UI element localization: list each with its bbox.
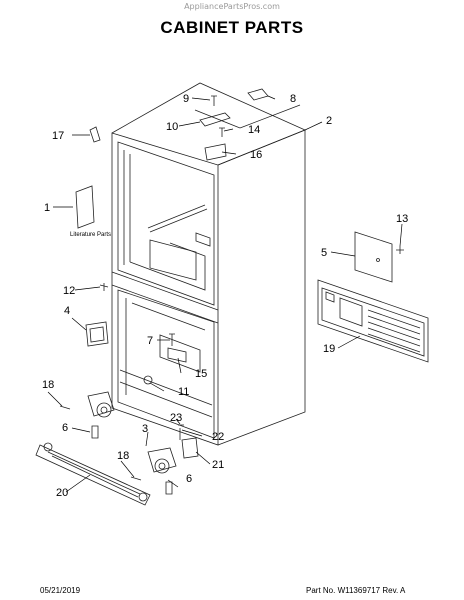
- callout-14: 14: [248, 124, 260, 136]
- cover-part: [85, 321, 109, 347]
- watermark: AppliancePartsPros.com: [184, 2, 280, 11]
- footer-part-number: Part No. W11369717 Rev. A: [306, 586, 406, 595]
- callout-15: 15: [195, 368, 207, 380]
- callout-6-right: 6: [186, 473, 192, 485]
- leveling-leg-right: [165, 481, 173, 495]
- clip-part: [89, 126, 101, 143]
- roller-assembly-left: [87, 391, 115, 418]
- refrigerator-cabinet: [111, 82, 307, 446]
- callout-5: 5: [321, 247, 327, 259]
- callout-12: 12: [63, 285, 75, 297]
- leveling-leg-left: [91, 425, 99, 439]
- callout-19: 19: [323, 343, 335, 355]
- callout-13: 13: [396, 213, 408, 225]
- part-11-grommet: [143, 375, 153, 385]
- screw-part-12: [99, 283, 109, 291]
- callout-1: 1: [44, 202, 50, 214]
- roller-assembly-right: [147, 447, 177, 474]
- hinge-part: [199, 112, 231, 127]
- screw-part-9: [211, 95, 217, 106]
- bracket-part-21: [181, 437, 199, 459]
- callout-18-left: 18: [42, 379, 54, 391]
- hinge-bracket-part: [204, 143, 227, 161]
- bracket-part-15: [167, 347, 187, 363]
- base-grille: [35, 442, 151, 506]
- callout-labels: 1 2 3 4 5 6 6 7 8 9 10 11 12 13 14 15 16…: [42, 93, 408, 499]
- screw-part-18-left: [59, 405, 71, 410]
- literature-parts: [75, 185, 95, 229]
- rear-panel-part: [354, 231, 393, 283]
- top-bracket-part: [247, 88, 269, 101]
- callout-6-left: 6: [62, 422, 68, 434]
- callout-20: 20: [56, 487, 68, 499]
- callout-23: 23: [170, 412, 182, 424]
- literature-parts-label: Literature Parts: [70, 232, 111, 238]
- screw-part-7: [169, 333, 175, 346]
- callout-2: 2: [326, 115, 332, 127]
- callout-21: 21: [212, 459, 224, 471]
- callout-7: 7: [147, 335, 153, 347]
- callout-4: 4: [64, 305, 70, 317]
- screw-part-13: [396, 246, 404, 254]
- screw-part-18-front: [130, 476, 142, 481]
- callout-18-front: 18: [117, 450, 129, 462]
- page-title: CABINET PARTS: [160, 18, 304, 37]
- callout-8: 8: [290, 93, 296, 105]
- callout-16: 16: [250, 149, 262, 161]
- machine-compartment-cover: [317, 279, 429, 363]
- callout-10: 10: [166, 121, 178, 133]
- callout-11: 11: [178, 386, 189, 398]
- screw-part-14: [219, 127, 225, 137]
- footer-date: 05/21/2019: [40, 586, 81, 595]
- callout-9: 9: [183, 93, 189, 105]
- callout-17: 17: [52, 130, 64, 142]
- callout-22: 22: [212, 431, 224, 443]
- callout-3: 3: [142, 423, 148, 435]
